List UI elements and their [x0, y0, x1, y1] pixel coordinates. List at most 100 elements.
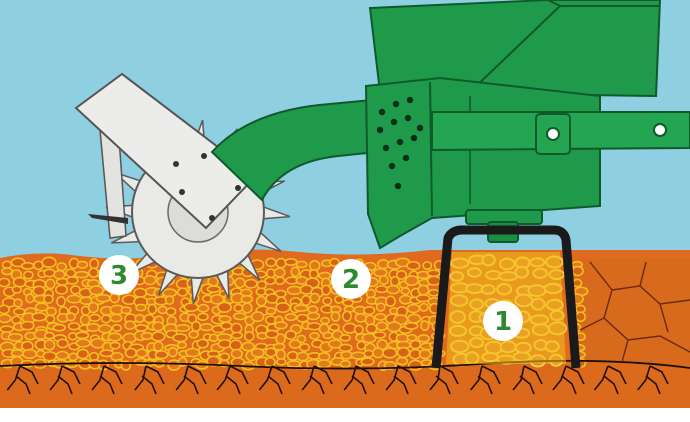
soil-clod	[310, 293, 319, 302]
soil-clod	[178, 288, 188, 296]
soil-clod	[420, 350, 431, 359]
soil-clod	[276, 334, 285, 344]
soil-clod	[178, 342, 187, 348]
soil-clod	[42, 257, 56, 267]
soil-clod	[364, 307, 375, 314]
soil-clod	[220, 353, 229, 360]
soil-clod	[154, 342, 163, 351]
soil-clod	[192, 322, 201, 332]
soil-clod	[142, 333, 153, 340]
soil-clod	[245, 332, 254, 341]
soil-clod	[573, 279, 582, 286]
pivot-hole	[654, 124, 666, 136]
soil-clod	[307, 313, 319, 320]
soil-clod	[21, 321, 34, 329]
soil-clod	[318, 360, 331, 368]
soil-clod	[291, 267, 299, 276]
soil-clod	[235, 278, 245, 287]
soil-clod	[45, 332, 54, 338]
soil-clod	[22, 263, 34, 269]
soil-clod	[14, 299, 22, 307]
soil-clod	[321, 318, 329, 324]
soil-clod	[341, 361, 351, 367]
soil-clod	[408, 305, 420, 313]
soil-clod	[383, 348, 397, 358]
soil-clod	[168, 348, 177, 357]
soil-clod	[26, 294, 34, 302]
soil-clod	[386, 296, 395, 306]
soil-clod	[340, 335, 350, 341]
bolt	[235, 185, 241, 191]
soil-clod	[310, 333, 319, 339]
vent-hole	[391, 119, 397, 125]
soil-clod	[409, 360, 422, 370]
soil-clod	[23, 350, 36, 359]
soil-clod	[89, 268, 98, 277]
soil-clod	[289, 340, 300, 348]
soil-clod	[375, 314, 385, 320]
soil-clod	[87, 324, 100, 331]
soil-clod	[218, 340, 231, 348]
soil-clod	[0, 278, 10, 286]
soil-clod	[231, 350, 242, 359]
soil-clod	[423, 262, 431, 269]
soil-clod	[241, 296, 252, 303]
pivot-hole	[547, 128, 559, 140]
soil-clod	[297, 315, 308, 322]
vent-hole	[417, 125, 423, 131]
vent-hole	[407, 97, 413, 103]
soil-clod	[323, 332, 332, 338]
vent-hole	[405, 115, 411, 121]
soil-clod	[90, 315, 101, 321]
bolt	[179, 189, 185, 195]
soil-clod	[165, 296, 173, 304]
soil-clod	[135, 315, 144, 323]
soil-clod	[297, 352, 309, 360]
stage-2-label: 2	[331, 259, 371, 299]
soil-clod	[81, 315, 90, 325]
soil-clod	[89, 303, 99, 313]
vent-hole	[393, 101, 399, 107]
soil-clod	[108, 333, 121, 341]
soil-clod	[186, 348, 200, 356]
vent-hole	[383, 145, 389, 151]
soil-clod	[46, 279, 55, 288]
vent-hole	[379, 109, 385, 115]
soil-clod	[576, 312, 585, 321]
soil-clod	[113, 325, 122, 331]
soil-clod	[266, 348, 276, 356]
soil-clod	[266, 258, 276, 266]
soil-clod	[377, 322, 388, 330]
soil-clod	[401, 288, 409, 294]
soil-clod	[374, 332, 386, 338]
soil-clod	[198, 305, 209, 312]
soil-clod	[265, 277, 275, 284]
soil-clod	[376, 286, 388, 293]
soil-clod	[197, 339, 208, 347]
soil-clod	[110, 314, 121, 321]
soil-clod	[110, 342, 119, 348]
soil-clod	[252, 349, 264, 357]
soil-clod	[189, 331, 198, 338]
soil-clod	[152, 332, 165, 341]
soil-clod	[56, 285, 67, 294]
soil-clod	[572, 267, 583, 276]
soil-clod	[0, 314, 11, 322]
soil-clod	[364, 350, 373, 357]
vent-hole	[377, 127, 383, 133]
soil-clod	[144, 315, 154, 323]
soil-clod	[427, 270, 440, 276]
soil-clod	[219, 316, 231, 322]
soil-clod	[287, 286, 301, 294]
soil-clod	[323, 297, 331, 304]
soil-clod	[67, 295, 81, 302]
soil-clod	[408, 314, 421, 323]
soil-clod	[285, 259, 297, 265]
soil-clod	[407, 262, 420, 270]
vent-hole	[403, 155, 409, 161]
soil-clod	[148, 304, 156, 313]
soil-clod	[198, 313, 208, 320]
soil-clod	[134, 288, 146, 297]
soil-clod	[218, 302, 231, 312]
soil-clod	[322, 285, 331, 294]
